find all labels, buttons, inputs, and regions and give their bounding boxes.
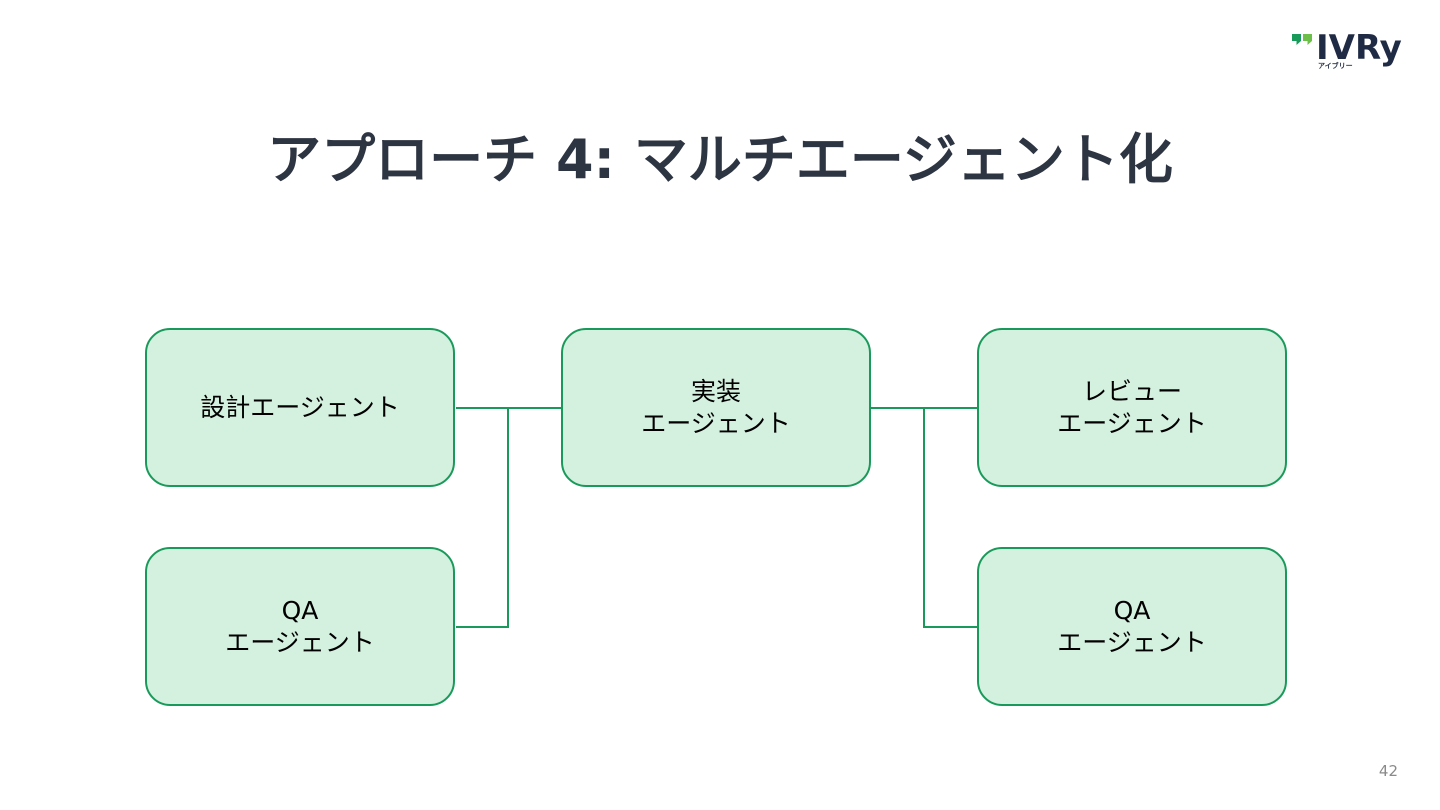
logo-mark-right-shape [1303,34,1312,45]
logo-subtext: アイブリー [1318,62,1353,70]
qa-agent-left-label-line1: QA [281,595,319,625]
logo-wordmark: IVRy [1316,28,1402,68]
review-agent-box: レビュー エージェント [977,328,1287,487]
qa-agent-left-label-line2: エージェント [225,627,375,657]
review-agent-label-line2: エージェント [1057,408,1207,438]
connector-implementation-to-qa-right [923,408,977,628]
logo-mark-icon [1292,34,1312,45]
connector-qa-left-to-implementation [456,408,509,628]
company-logo: IVRy アイブリー [1292,28,1410,72]
qa-agent-right-label-line2: エージェント [1057,627,1207,657]
implementation-agent-label-line2: エージェント [641,408,791,438]
qa-agent-right-label-line1: QA [1113,595,1151,625]
implementation-agent-box: 実装 エージェント [561,328,871,487]
review-agent-label-line1: レビュー [1081,376,1182,406]
design-agent-label: 設計エージェント [200,392,400,422]
design-agent-box: 設計エージェント [145,328,455,487]
qa-agent-right-box: QA エージェント [977,547,1287,706]
page-number: 42 [1378,762,1398,780]
implementation-agent-label-line1: 実装 [690,376,741,406]
logo-mark-left-shape [1292,34,1301,45]
slide-title: アプローチ 4: マルチエージェント化 [267,128,1173,191]
qa-agent-left-box: QA エージェント [145,547,455,706]
